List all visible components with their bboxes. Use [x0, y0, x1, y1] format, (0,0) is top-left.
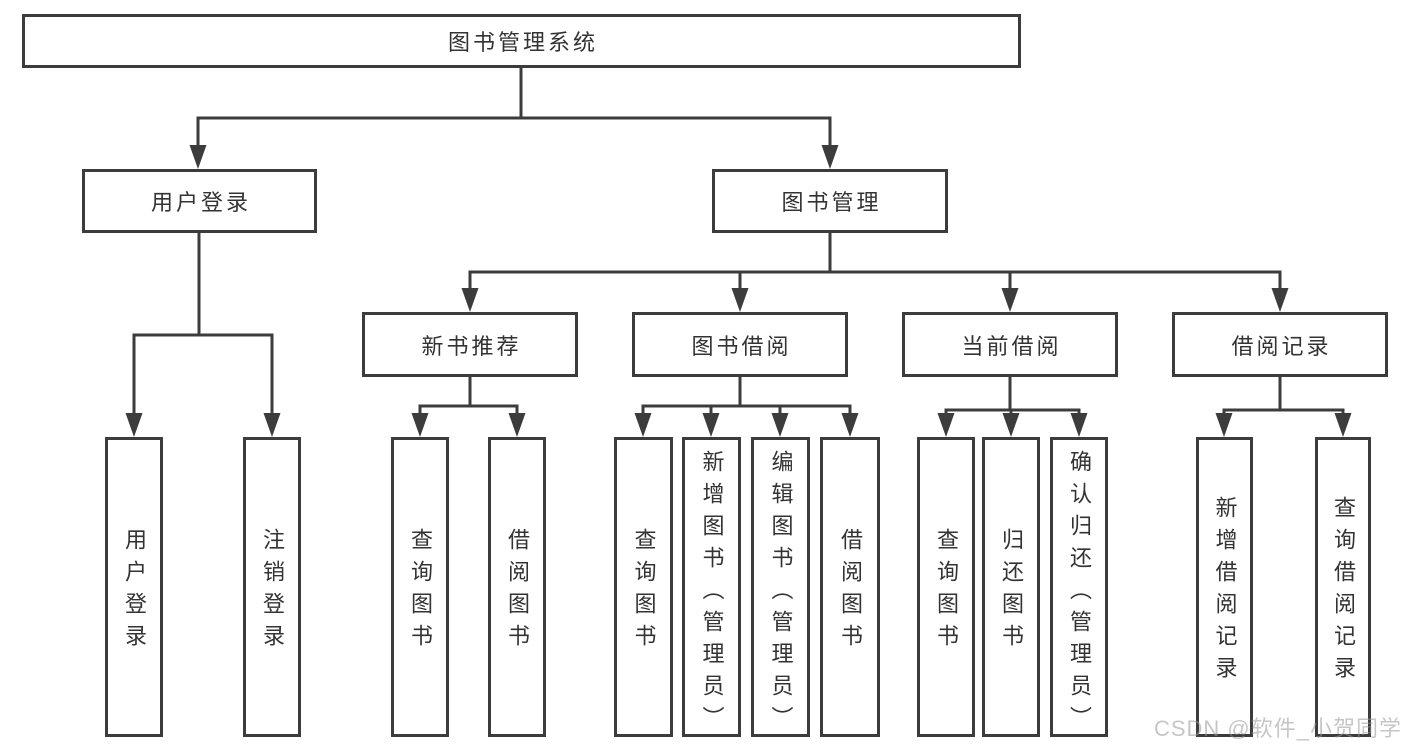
leaf-logout: 注销登录 [243, 437, 301, 737]
leaf-query-books-1: 查询图书 [391, 437, 449, 737]
leaf-borrow-books-1: 借阅图书 [488, 437, 546, 737]
leaf-query-books-3: 查询图书 [917, 437, 975, 737]
leaf-user-login: 用户登录 [105, 437, 163, 737]
leaf-return-books: 归还图书 [982, 437, 1040, 737]
csdn-watermark: CSDN @软件_小贺同学 [1153, 716, 1402, 741]
node-library-management-system: 图书管理系统 [22, 14, 1021, 68]
leaf-query-books-2: 查询图书 [614, 437, 673, 737]
node-book-borrow: 图书借阅 [632, 312, 848, 377]
node-current-borrow: 当前借阅 [902, 312, 1118, 377]
leaf-confirm-return-admin: 确认归还（管理员） [1050, 437, 1108, 738]
node-user-login: 用户登录 [82, 169, 317, 233]
leaf-query-borrow-record: 查询借阅记录 [1315, 437, 1371, 737]
node-borrow-records: 借阅记录 [1172, 312, 1388, 377]
node-book-management: 图书管理 [712, 169, 948, 233]
leaf-add-borrow-record: 新增借阅记录 [1196, 437, 1253, 737]
node-new-book-recommend: 新书推荐 [362, 312, 578, 377]
leaf-borrow-books-2: 借阅图书 [820, 437, 880, 737]
leaf-add-books-admin: 新增图书（管理员） [682, 437, 741, 738]
leaf-edit-books-admin: 编辑图书（管理员） [751, 437, 810, 738]
